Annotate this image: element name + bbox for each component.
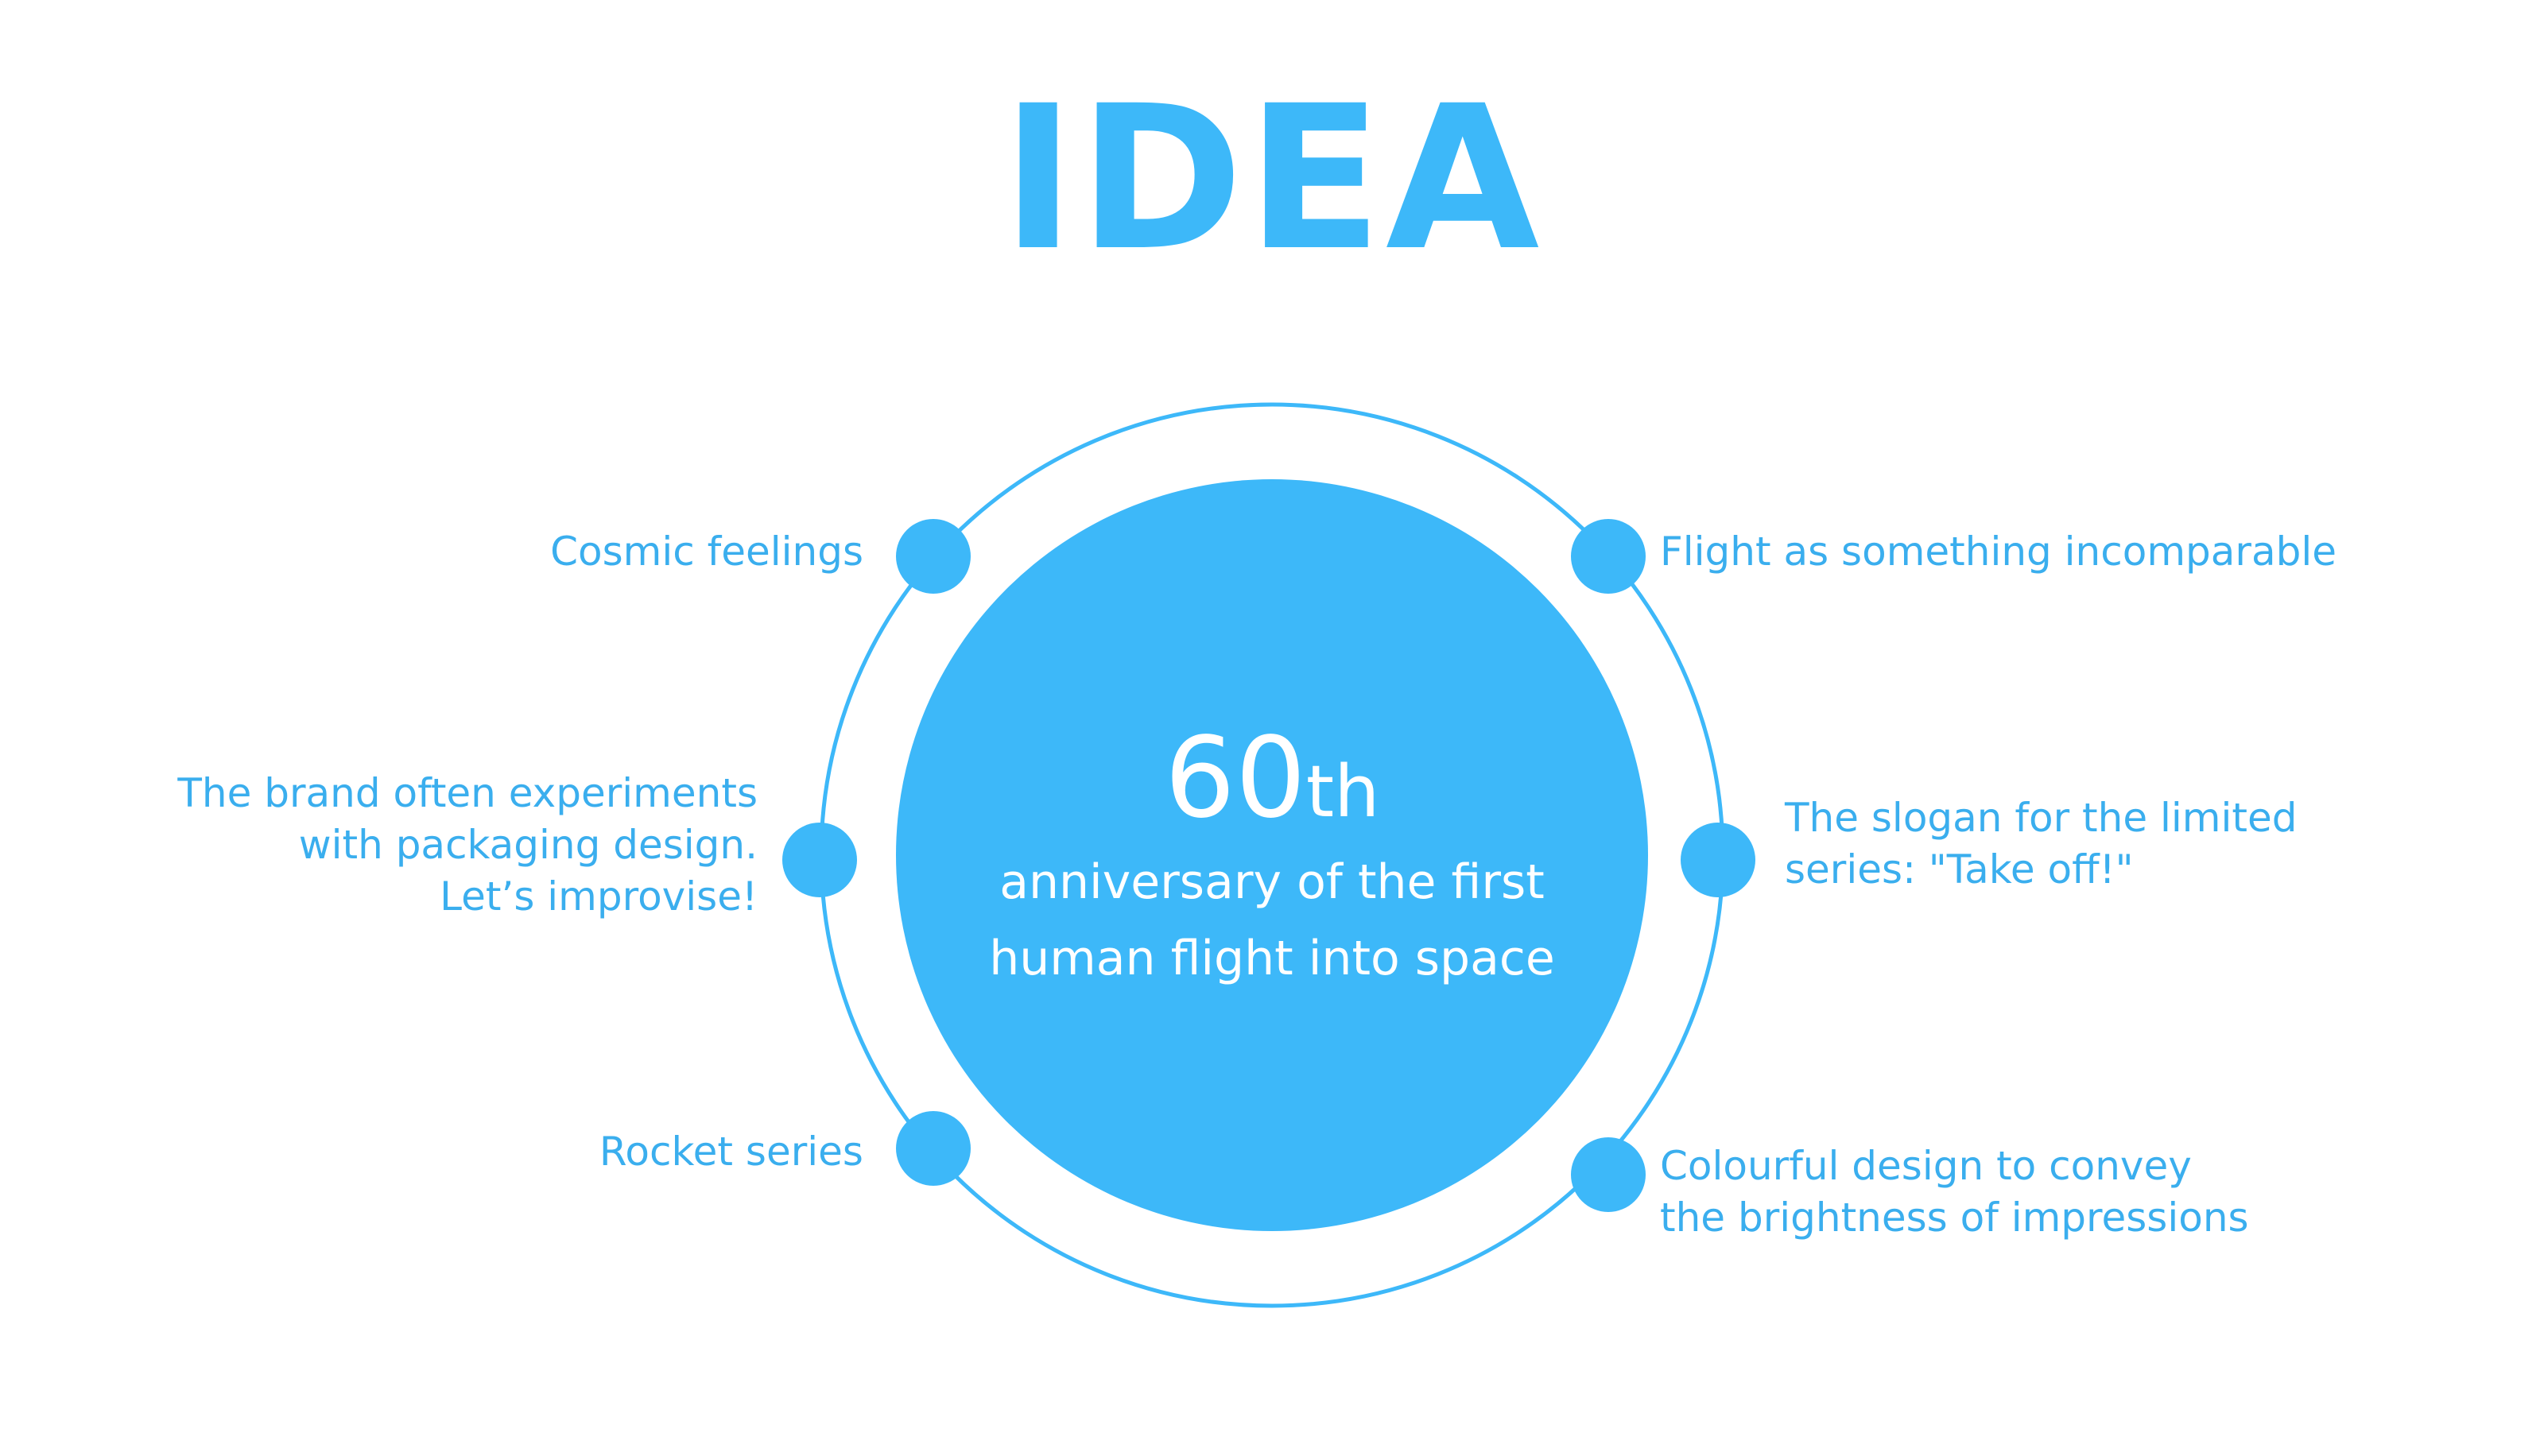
- label-line: the brightness of impressions: [1660, 1195, 2249, 1241]
- label-colourful-design: Colourful design to convey the brightnes…: [1660, 1140, 2249, 1244]
- label-line: The brand often experiments: [177, 770, 758, 816]
- label-line: Colourful design to convey: [1660, 1143, 2192, 1189]
- center-line-1: anniversary of the first: [999, 854, 1545, 910]
- dot-top-left: [896, 519, 971, 594]
- dot-bottom-left: [896, 1111, 971, 1186]
- dot-mid-left: [782, 823, 857, 897]
- label-line: Let’s improvise!: [440, 873, 758, 920]
- page-title: IDEA: [1001, 63, 1543, 294]
- number-suffix: th: [1305, 750, 1380, 834]
- anniversary-text: anniversary of the first human flight in…: [896, 844, 1648, 997]
- center-circle: [896, 479, 1648, 1231]
- dot-bottom-right: [1571, 1137, 1646, 1212]
- dot-mid-right: [1681, 823, 1755, 897]
- label-rocket-series: Rocket series: [599, 1129, 863, 1175]
- label-line: with packaging design.: [298, 822, 758, 868]
- label-line: series: "Take off!": [1785, 846, 2134, 893]
- label-packaging: The brand often experiments with packagi…: [177, 768, 758, 923]
- number: 60: [1164, 714, 1306, 843]
- center-line-2: human flight into space: [989, 931, 1555, 986]
- label-slogan: The slogan for the limited series: "Take…: [1785, 792, 2297, 896]
- label-line: The slogan for the limited: [1785, 795, 2298, 841]
- dot-top-right: [1571, 519, 1646, 594]
- label-cosmic-feelings: Cosmic feelings: [550, 529, 863, 575]
- anniversary-number: 60th: [896, 715, 1648, 856]
- label-flight: Flight as something incomparable: [1660, 529, 2337, 575]
